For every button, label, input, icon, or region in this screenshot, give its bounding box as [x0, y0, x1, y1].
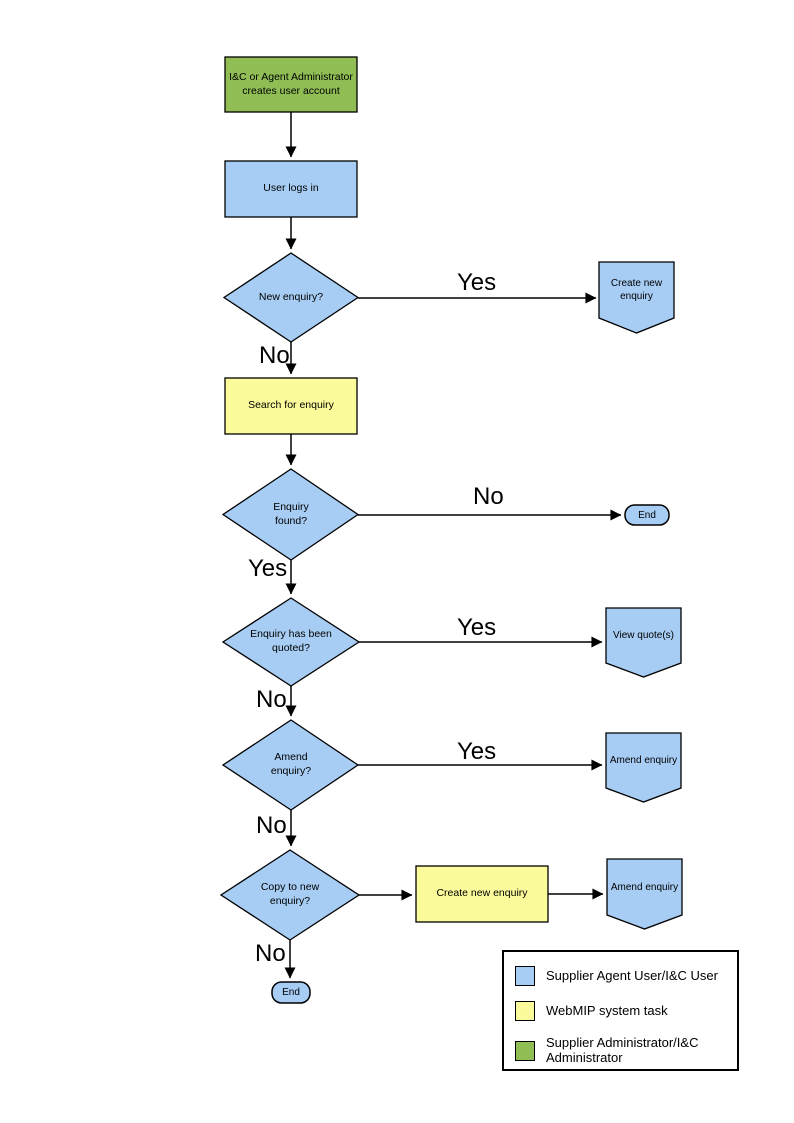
process-search-for-enquiry-shape	[224, 377, 358, 435]
offpage-amend-enquiry-2-shape	[606, 858, 683, 930]
legend-swatch-user-rect	[515, 966, 535, 986]
process-create-new-enquiry-shape	[415, 865, 549, 923]
offpage-amend-enquiry-1-shape	[605, 732, 682, 803]
decision-new-enquiry-shape	[222, 252, 360, 343]
decision-copy-to-new-enquiry-shape	[219, 849, 361, 941]
legend: Supplier Agent User/I&C User WebMIP syst…	[502, 950, 739, 1071]
legend-swatch-admin-rect	[515, 1040, 535, 1061]
legend-item-system: WebMIP system task	[515, 1001, 727, 1021]
legend-item-admin: Supplier Administrator/I&C Administrator	[515, 1035, 727, 1066]
legend-item-user: Supplier Agent User/I&C User	[515, 966, 727, 986]
legend-item-admin-label: Supplier Administrator/I&C Administrator	[546, 1035, 699, 1065]
process-user-logs-in-shape	[224, 160, 358, 218]
offpage-create-new-enquiry-shape	[598, 261, 675, 334]
terminator-end-2-shape	[271, 981, 311, 1004]
offpage-view-quotes-shape	[605, 607, 682, 678]
decision-amend-enquiry-shape	[221, 719, 360, 811]
legend-swatch-admin	[515, 1040, 535, 1061]
decision-enquiry-found-shape	[221, 468, 360, 561]
legend-item-system-label: WebMIP system task	[546, 1002, 668, 1018]
legend-swatch-system	[515, 1001, 535, 1021]
legend-swatch-user	[515, 966, 535, 986]
terminator-end-1-shape	[624, 504, 670, 526]
legend-item-user-label: Supplier Agent User/I&C User	[546, 967, 718, 983]
process-admin-creates-account-shape	[224, 56, 358, 113]
legend-swatch-system-rect	[515, 1001, 535, 1021]
decision-enquiry-quoted-shape	[221, 597, 361, 687]
